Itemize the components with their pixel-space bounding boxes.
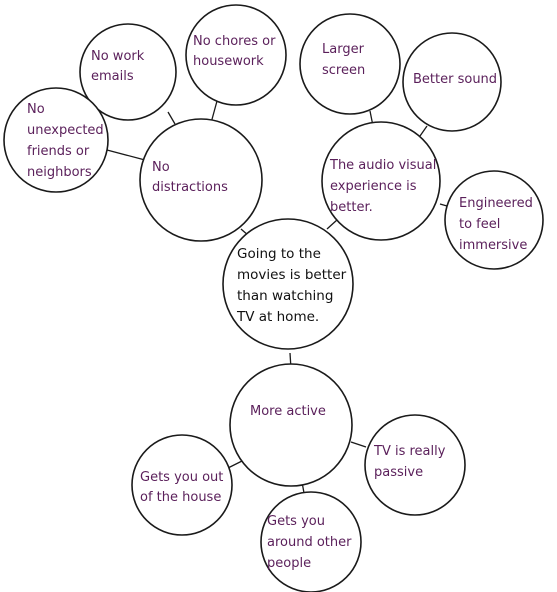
bubble-larger-screen — [299, 13, 401, 115]
connector-no-distractions-no-work-emails — [167, 111, 176, 125]
bubble-no-unexpected-friends — [3, 87, 109, 193]
connector-audio-visual-engineered — [439, 203, 448, 207]
label-engineered-immersive: Engineered to feel immersive — [459, 196, 537, 253]
bubble-around-people — [260, 491, 362, 592]
bubble-more-active — [229, 363, 353, 487]
bubble-better-sound — [402, 32, 502, 132]
label-no-work-emails: No work emails — [91, 49, 148, 84]
label-center-topic: Going to the movies is better than watch… — [236, 246, 350, 325]
label-better-sound: Better sound — [413, 72, 497, 87]
label-no-distractions: No distractions — [152, 160, 228, 195]
bubbles — [3, 4, 544, 592]
label-more-active: More active — [250, 404, 326, 419]
bubble-no-work-emails — [79, 23, 177, 121]
label-tv-passive: TV is really passive — [373, 444, 450, 480]
connector-more-active-tv-passive — [350, 441, 367, 448]
bubble-center — [222, 218, 354, 350]
connector-audio-visual-better-sound — [419, 125, 428, 137]
bubble-no-chores — [185, 4, 287, 106]
connector-no-distractions-no-unexpected — [106, 149, 146, 161]
bubble-no-distractions — [139, 118, 263, 242]
label-no-unexpected-friends: No unexpected friends or neighbors — [27, 102, 108, 180]
label-around-people: Gets you around other people — [267, 514, 356, 571]
bubble-tv-passive — [364, 414, 466, 516]
bubble-gets-you-out — [131, 434, 233, 536]
bubble-engineered-immersive — [444, 170, 544, 270]
label-gets-you-out: Gets you out of the house — [140, 470, 228, 505]
label-larger-screen: Larger screen — [322, 42, 368, 78]
label-audio-visual: The audio visual experience is better. — [329, 158, 441, 215]
label-no-chores: No chores or housework — [193, 34, 280, 69]
bubble-audio-visual — [321, 121, 441, 241]
